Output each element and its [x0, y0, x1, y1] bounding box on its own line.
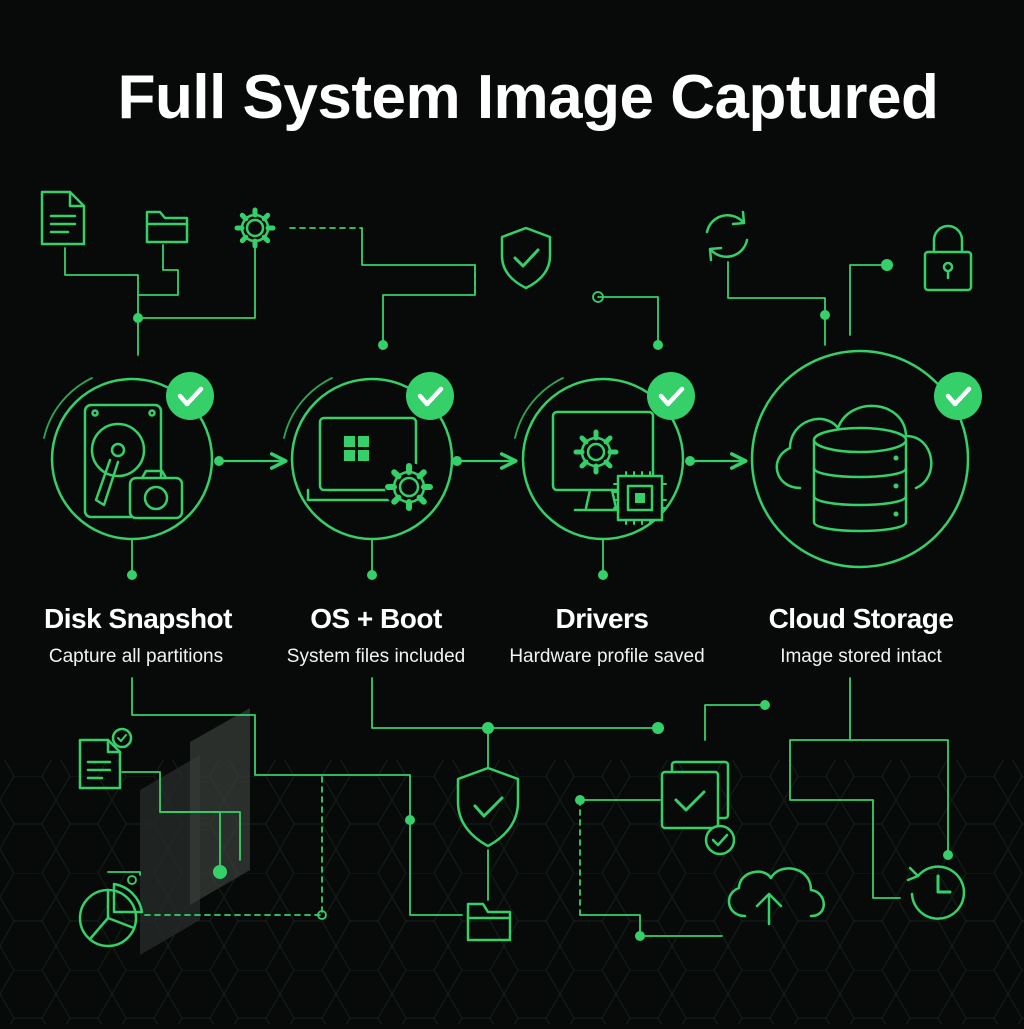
- connector-dots: [127, 456, 695, 580]
- open-node: [592, 291, 604, 303]
- folder-icon: [466, 902, 512, 942]
- history-clock-icon: [906, 865, 966, 920]
- cloud-database-icon: [775, 404, 933, 533]
- step-label-os-boot: OS + Boot: [310, 603, 442, 634]
- step-stub-lines: [131, 539, 604, 576]
- check-badges: [166, 372, 982, 420]
- laptop-windows-gear-icon: [306, 416, 433, 511]
- step-sub-os-boot: System files included: [286, 646, 466, 667]
- step-label-cloud-storage: Cloud Storage: [768, 603, 954, 634]
- folder-icon: [145, 210, 189, 244]
- open-node: [317, 910, 327, 920]
- monitor-gear-chip-icon: [551, 410, 667, 525]
- open-node: [127, 875, 137, 885]
- step-label-disk-snapshot: Disk Snapshot: [44, 603, 232, 634]
- cloud-upload-icon: [727, 867, 825, 926]
- document-check-icon: [78, 727, 133, 790]
- document-icon: [40, 190, 86, 246]
- step-circles: [50, 349, 970, 569]
- shield-check-icon: [456, 766, 520, 848]
- sync-icon: [705, 210, 749, 262]
- top-circuit-dots: [133, 259, 893, 350]
- top-circuit-lines: [64, 227, 886, 356]
- step-sub-cloud-storage: Image stored intact: [780, 646, 942, 667]
- copy-check-icon: [660, 760, 736, 856]
- step-sub-disk-snapshot: Capture all partitions: [48, 646, 224, 667]
- bottom-circuit-lines: [107, 677, 949, 937]
- pie-chart-icon: [78, 882, 144, 948]
- gear-icon: [234, 207, 276, 249]
- bottom-circuit-dots: [213, 700, 953, 941]
- hard-drive-camera-icon: [83, 403, 184, 520]
- watermark-logo: [140, 708, 250, 955]
- step-sub-drivers: Hardware profile saved: [509, 646, 705, 667]
- step-label-drivers: Drivers: [555, 603, 649, 634]
- lock-icon: [923, 224, 973, 292]
- shield-check-icon: [500, 226, 552, 290]
- step-outer-arcs: [43, 377, 564, 439]
- page-title: Full System Image Captured: [117, 63, 939, 132]
